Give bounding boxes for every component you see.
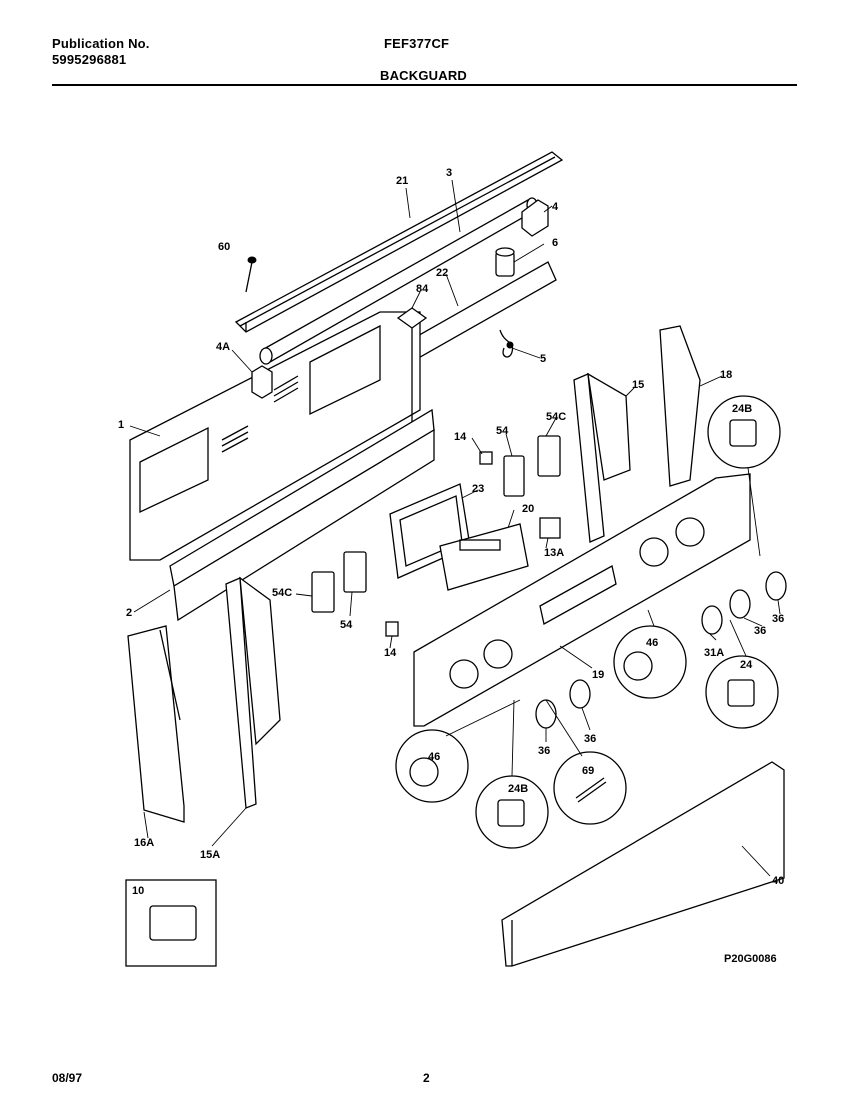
section-title: BACKGUARD xyxy=(380,68,468,83)
callout-10: 10 xyxy=(132,885,144,897)
part-54c-switch-lower xyxy=(311,571,335,613)
callout-14-upper: 14 xyxy=(454,431,467,443)
detail-69 xyxy=(553,751,627,825)
callout-60: 60 xyxy=(218,241,230,253)
callout-6: 6 xyxy=(552,237,558,249)
part-4-end-cap xyxy=(521,199,549,237)
publication-date: 08/97 xyxy=(52,1071,83,1085)
callout-54c-lower: 54C xyxy=(272,587,292,599)
part-54c-switch-upper xyxy=(537,435,561,477)
callout-23: 23 xyxy=(472,483,484,495)
callout-15a: 15A xyxy=(200,849,220,861)
callout-labels: 21 3 4 60 6 22 84 4A 5 15 18 1 24B 14 54… xyxy=(118,167,784,897)
callout-46-upper: 46 xyxy=(646,637,658,649)
callout-13a: 13A xyxy=(544,547,564,559)
part-15-end-bracket xyxy=(573,372,631,543)
callout-21: 21 xyxy=(396,175,408,187)
callout-5: 5 xyxy=(540,353,546,365)
part-40-front-trim xyxy=(501,761,785,967)
callout-40: 40 xyxy=(772,875,784,887)
part-21-top-trim xyxy=(234,151,564,333)
callout-22: 22 xyxy=(436,267,448,279)
callout-16a: 16A xyxy=(134,837,154,849)
part-54-switch-lower xyxy=(343,551,367,593)
callout-54-lower: 54 xyxy=(340,619,353,631)
part-14-spacer-lower xyxy=(385,621,399,637)
part-16a-side-bracket xyxy=(127,625,185,823)
part-15a-end-bracket xyxy=(225,576,281,809)
part-60-screw xyxy=(245,256,257,293)
callout-46-lower: 46 xyxy=(428,751,440,763)
detail-46-lower xyxy=(395,729,469,803)
callout-36-b: 36 xyxy=(772,613,784,625)
callout-24b-top: 24B xyxy=(732,403,752,415)
callout-54c-upper: 54C xyxy=(546,411,566,423)
callout-18: 18 xyxy=(720,369,732,381)
callout-1: 1 xyxy=(118,419,124,431)
callout-84: 84 xyxy=(416,283,429,295)
detail-24b-bottom xyxy=(475,775,549,849)
callout-15: 15 xyxy=(632,379,644,391)
callout-54-upper: 54 xyxy=(496,425,509,437)
callout-24: 24 xyxy=(740,659,753,671)
callout-3: 3 xyxy=(446,167,452,179)
header-rule xyxy=(52,84,797,86)
part-36-knob-c xyxy=(729,589,751,619)
part-20-electronic-control xyxy=(439,523,529,591)
figure-code: P20G0086 xyxy=(724,953,777,965)
callout-4a: 4A xyxy=(216,341,230,353)
part-13a-relay xyxy=(539,517,561,539)
callout-36-a: 36 xyxy=(754,625,766,637)
detail-24 xyxy=(705,655,779,729)
callout-36-d: 36 xyxy=(584,733,596,745)
publication-number: 5995296881 xyxy=(52,52,127,67)
part-14-spacer-upper xyxy=(479,451,493,465)
callout-4: 4 xyxy=(552,201,559,213)
part-54-switch-upper xyxy=(503,455,525,497)
part-31a-knob xyxy=(701,605,723,635)
publication-label: Publication No. xyxy=(52,36,150,51)
callout-69: 69 xyxy=(582,765,594,777)
model-number: FEF377CF xyxy=(384,36,450,51)
callout-2: 2 xyxy=(126,607,132,619)
callout-24b-bottom: 24B xyxy=(508,783,528,795)
part-18-side-bracket xyxy=(659,325,701,487)
part-36-knob-d xyxy=(765,571,787,601)
page-number: 2 xyxy=(423,1071,430,1085)
part-4a-end-cap xyxy=(251,365,273,399)
detail-24b-top xyxy=(707,395,781,469)
part-19-control-panel xyxy=(413,473,751,727)
part-5-wire-clip xyxy=(499,329,514,358)
callout-19: 19 xyxy=(592,669,604,681)
callout-20: 20 xyxy=(522,503,534,515)
part-36-knob-a xyxy=(569,679,591,709)
part-2-rail xyxy=(169,408,435,622)
part-84-bracket xyxy=(396,307,428,430)
detail-46-upper xyxy=(613,625,687,699)
callout-36-c: 36 xyxy=(538,745,550,757)
part-10-inset xyxy=(125,879,217,967)
part-36-knob-b xyxy=(535,699,557,729)
callout-14-lower: 14 xyxy=(384,647,397,659)
callout-31a: 31A xyxy=(704,647,724,659)
part-1-rear-panel xyxy=(129,311,421,561)
leader-lines xyxy=(129,179,781,877)
